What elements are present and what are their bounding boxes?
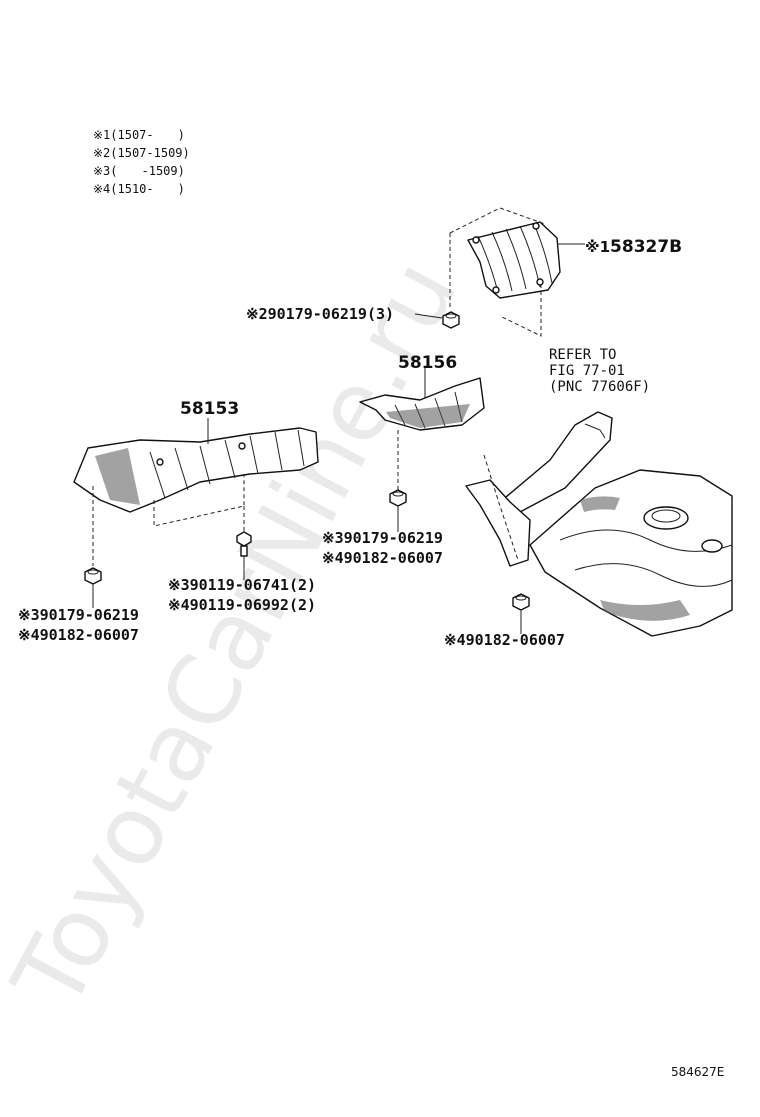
- figure-id: 584627E: [671, 1065, 724, 1079]
- nut-left-icon[interactable]: [84, 567, 102, 585]
- fastener-left-nut-a-label: ※390179-06219: [18, 606, 139, 624]
- refer-line-1: REFER TO: [549, 347, 616, 363]
- legend: ※1(1507- ) ※2(1507-1509) ※3( -1509) ※4(1…: [93, 128, 190, 196]
- nut-top-icon[interactable]: [442, 311, 460, 329]
- legend-range-1: (1507- ): [110, 128, 185, 142]
- svg-text:※4(1510- ): ※4(1510- ): [93, 182, 185, 196]
- fastener-right-nut-label: ※490182-06007: [444, 631, 565, 649]
- heat-insulator-58156[interactable]: [359, 377, 485, 431]
- legend-mark-3: ※3: [93, 164, 110, 178]
- svg-text:※3( -1509): ※3( -1509): [93, 164, 185, 178]
- fastener-mid-nut-b-label: ※490182-06007: [322, 549, 443, 567]
- legend-mark-1: ※1: [93, 128, 110, 142]
- fuel-tank-assembly: [465, 411, 733, 637]
- fastener-left-nut-b-label: ※490182-06007: [18, 626, 139, 644]
- heat-insulator-58327b[interactable]: [467, 221, 561, 299]
- legend-range-4: (1510- ): [110, 182, 185, 196]
- part-58153-label: 58153: [180, 399, 239, 419]
- fastener-bolt-a-label: ※390119-06741(2): [168, 576, 316, 594]
- refer-line-3: (PNC 77606F): [549, 379, 650, 395]
- heat-insulator-58153[interactable]: [73, 427, 319, 513]
- refer-line-2: FIG 77-01: [549, 363, 625, 379]
- legend-mark-2: ※2: [93, 146, 110, 160]
- svg-text:※1(1507- ): ※1(1507- ): [93, 128, 185, 142]
- legend-range-3: ( -1509): [110, 164, 185, 178]
- legend-range-2: (1507-1509): [110, 146, 189, 160]
- refer-note: REFER TO FIG 77-01 (PNC 77606F): [549, 347, 650, 395]
- nut-right-icon[interactable]: [512, 593, 530, 611]
- svg-text:※2(1507-1509): ※2(1507-1509): [93, 146, 190, 160]
- part-58156-label: 58156: [398, 353, 457, 373]
- part-58327b-label: ※158327B: [585, 237, 682, 257]
- fastener-mid-nut-a-label: ※390179-06219: [322, 529, 443, 547]
- fastener-bolt-b-label: ※490119-06992(2): [168, 596, 316, 614]
- legend-mark-4: ※4: [93, 182, 110, 196]
- fastener-top-nut-label: ※290179-06219(3): [246, 305, 394, 323]
- nut-middle-icon[interactable]: [389, 489, 407, 507]
